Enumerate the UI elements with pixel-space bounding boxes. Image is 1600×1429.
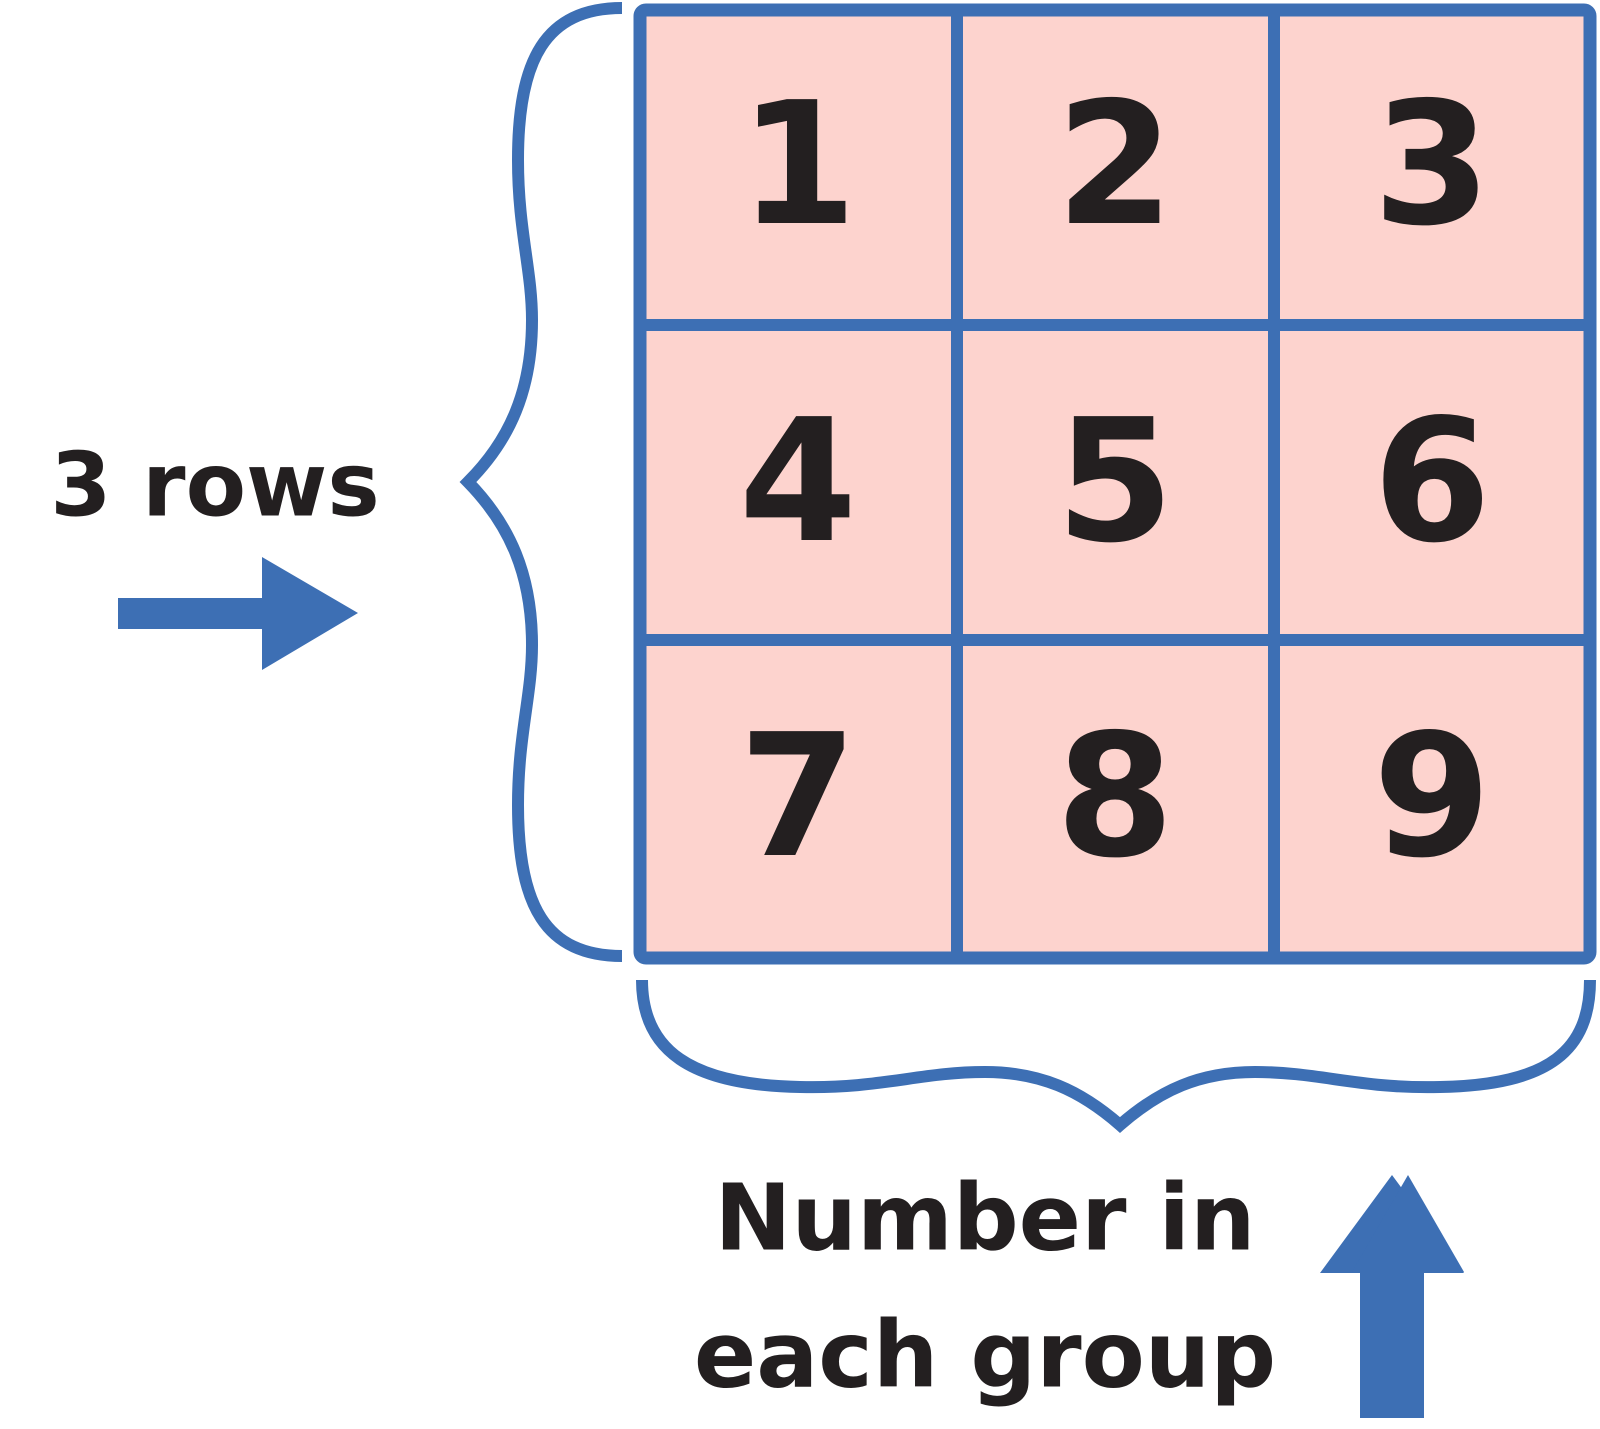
grid-frame	[633, 3, 1597, 965]
grid-cell-5: 5	[1056, 383, 1174, 581]
grid-cell-4: 4	[739, 383, 857, 581]
arrow-right-icon	[118, 557, 358, 670]
grid-cell-8: 8	[1056, 698, 1174, 896]
grid-cell-1: 1	[739, 66, 857, 264]
bottom-brace-icon	[636, 979, 1596, 1133]
grid-cell-9: 9	[1373, 698, 1491, 896]
grid-cell-7: 7	[739, 698, 857, 896]
left-brace-icon	[459, 2, 623, 962]
number-label-line1: Number in	[714, 1165, 1255, 1272]
grid-cell-3: 3	[1373, 66, 1491, 264]
grid-3x3: 1 2 3 4 5 6 7 8 9	[633, 3, 1597, 965]
grid-cell-2: 2	[1056, 66, 1174, 264]
arrow-up-icon-head	[1352, 1175, 1464, 1272]
grid-background	[640, 10, 1590, 958]
rows-label: 3 rows	[50, 434, 379, 537]
grid-cell-6: 6	[1373, 383, 1491, 581]
number-label-line2: each group	[694, 1302, 1276, 1409]
